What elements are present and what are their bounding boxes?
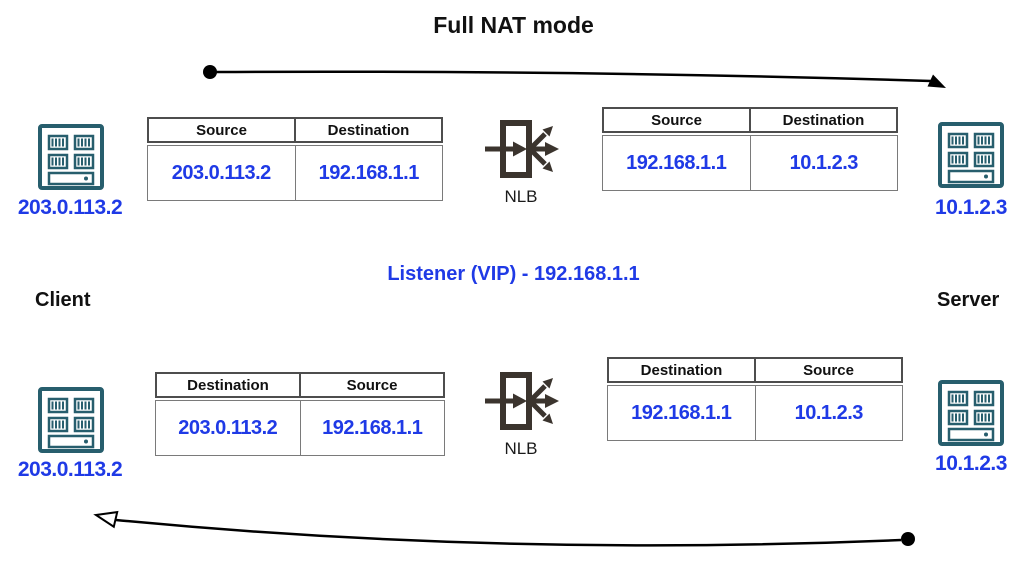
table-value-row: 192.168.1.1 10.1.2.3 [602,135,898,191]
client-ip-label-bottom: 203.0.113.2 [17,458,123,481]
response-table-server-side: Destination Source 192.168.1.1 10.1.2.3 [607,357,903,441]
table-value-cell: 10.1.2.3 [749,136,898,190]
server-role-label: Server [937,289,1000,311]
listener-vip-label: Listener (VIP) - 192.168.1.1 [387,263,640,285]
server-ip-label-bottom: 10.1.2.3 [935,452,1007,475]
server-ip-label-top: 10.1.2.3 [935,196,1007,219]
table-value-cell: 192.168.1.1 [626,151,727,174]
table-header-cell: Source [651,111,702,129]
diagram-title: Full NAT mode [433,12,594,38]
table-header-cell: Destination [749,109,896,131]
response-table-client-side: Destination Source 203.0.113.2 192.168.1… [155,372,445,456]
table-value-row: 203.0.113.2 192.168.1.1 [155,400,445,456]
table-value-row: 192.168.1.1 10.1.2.3 [607,385,903,441]
nlb-icon-bottom [483,371,559,433]
server-icon-bottom [938,380,1004,446]
table-header-cell: Destination [640,361,723,379]
request-table-client-side: Source Destination 203.0.113.2 192.168.1… [147,117,443,201]
request-table-server-side: Source Destination 192.168.1.1 10.1.2.3 [602,107,898,191]
table-header-cell: Source [196,121,247,139]
table-value-cell: 192.168.1.1 [299,401,445,455]
table-value-cell: 192.168.1.1 [294,146,443,200]
table-header-cell: Source [299,374,443,396]
table-value-cell: 192.168.1.1 [631,401,732,424]
table-header-row: Source Destination [147,117,443,143]
table-header-cell: Destination [187,376,269,394]
request-flow-arrow [203,65,946,88]
client-server-icon-top [38,124,104,190]
table-header-row: Source Destination [602,107,898,133]
client-role-label: Client [35,289,91,311]
table-value-cell: 203.0.113.2 [178,416,278,439]
table-header-row: Destination Source [155,372,445,398]
table-value-row: 203.0.113.2 192.168.1.1 [147,145,443,201]
table-header-cell: Source [754,359,901,381]
client-server-icon-bottom [38,387,104,453]
table-value-cell: 203.0.113.2 [171,161,272,184]
nlb-icon-top [483,119,559,181]
table-header-cell: Destination [294,119,441,141]
nlb-label-top: NLB [504,187,538,206]
server-icon-top [938,122,1004,188]
response-flow-arrow [93,510,915,547]
table-header-row: Destination Source [607,357,903,383]
client-ip-label-top: 203.0.113.2 [17,196,123,219]
table-value-cell: 10.1.2.3 [754,386,903,440]
nlb-label-bottom: NLB [504,439,538,458]
